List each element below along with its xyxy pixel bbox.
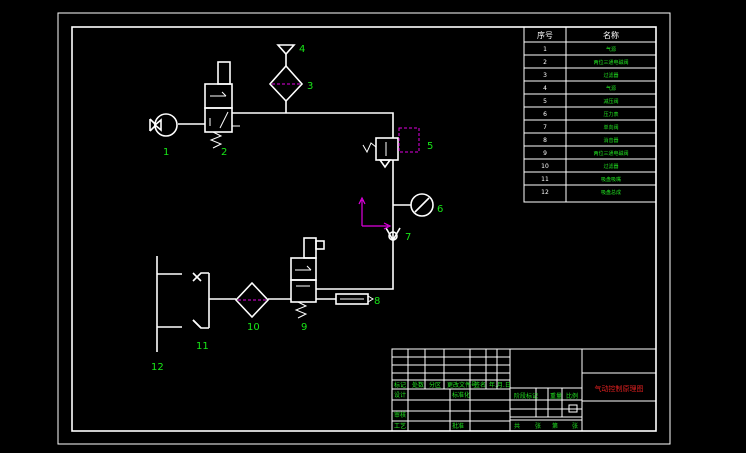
filter-lower xyxy=(234,281,270,319)
parts-row-name: 吸盘总成 xyxy=(601,189,621,196)
parts-row-no: 7 xyxy=(543,124,547,131)
tb-process: 工艺 xyxy=(394,422,406,430)
inner-frame xyxy=(71,26,657,432)
label-10: 10 xyxy=(247,322,260,333)
parts-row-no: 12 xyxy=(541,189,549,196)
parts-row-name: 气源 xyxy=(606,46,616,53)
label-7: 7 xyxy=(405,232,411,243)
coordinate-marker xyxy=(358,196,392,230)
tb-sheets-no: 第 xyxy=(552,422,558,430)
parts-table: 序号 名称 1 气源 2 两位三通电磁阀 3 过滤器 4 气源 5 减压阀 6 压力表 7 单向阀 8 消音器… xyxy=(523,26,657,203)
parts-row-no: 4 xyxy=(543,85,547,92)
parts-row-no: 8 xyxy=(543,137,547,144)
label-2: 2 xyxy=(221,147,227,158)
tb-approve: 批准 xyxy=(452,422,464,430)
tb-zone: 分区 xyxy=(429,381,441,389)
tb-ratio: 比例 xyxy=(566,392,578,400)
parts-row-name: 气源 xyxy=(606,85,616,92)
air-source-compressor xyxy=(149,113,178,137)
label-3: 3 xyxy=(307,81,313,92)
label-9: 9 xyxy=(301,322,307,333)
tb-date: 年.月.日 xyxy=(489,381,511,389)
solenoid-valve-lower xyxy=(290,237,325,319)
tb-standard: 标准化 xyxy=(452,391,470,399)
tb-sign: 签名 xyxy=(474,381,486,389)
parts-row-no: 3 xyxy=(543,72,547,79)
tb-mark: 标记 xyxy=(394,381,406,389)
outer-frame xyxy=(57,12,671,445)
filter-upper xyxy=(268,64,304,103)
label-8: 8 xyxy=(374,296,380,307)
parts-row-name: 两位三通电磁阀 xyxy=(593,59,628,66)
tb-sheets-unit-2: 张 xyxy=(572,422,578,430)
parts-row-name: 单向阀 xyxy=(603,124,618,131)
parts-table-header-no: 序号 xyxy=(537,30,553,40)
parts-row-name: 两位三通电磁阀 xyxy=(593,150,628,157)
label-1: 1 xyxy=(163,147,169,158)
suction-cup-assembly xyxy=(156,256,236,352)
tb-sheets-unit-1: 张 xyxy=(535,422,541,430)
parts-row-name: 减压阀 xyxy=(603,98,618,105)
parts-row-name: 过滤器 xyxy=(603,163,618,170)
parts-row-no: 11 xyxy=(541,176,549,183)
upper-air-line xyxy=(178,101,411,290)
parts-row-name: 消音器 xyxy=(603,137,618,144)
check-valve xyxy=(385,227,401,242)
tb-design: 设计 xyxy=(394,391,406,399)
tb-change-doc: 更改文件号 xyxy=(447,381,477,389)
silencer xyxy=(316,293,374,305)
label-4: 4 xyxy=(299,44,305,55)
parts-row-name: 压力表 xyxy=(603,111,618,118)
parts-table-header-name: 名称 xyxy=(603,30,619,40)
label-11: 11 xyxy=(196,341,209,352)
parts-row-name: 吸盘吸嘴 xyxy=(601,176,621,183)
tb-weight: 重量 xyxy=(550,392,562,400)
parts-row-no: 2 xyxy=(543,59,547,66)
label-5: 5 xyxy=(427,141,433,152)
parts-row-no: 5 xyxy=(543,98,547,105)
tb-sheets-total: 共 xyxy=(514,422,520,430)
tb-review: 审核 xyxy=(394,411,406,419)
component-labels: 1 2 3 4 5 6 7 8 9 10 11 12 xyxy=(151,44,443,373)
parts-row-no: 10 xyxy=(541,163,549,170)
tb-stage-mark: 阶段标记 xyxy=(514,392,538,400)
parts-row-name: 过滤器 xyxy=(603,72,618,79)
tb-count: 处数 xyxy=(412,381,424,389)
label-12: 12 xyxy=(151,362,164,373)
pressure-gauge xyxy=(410,193,434,217)
air-source-upper xyxy=(276,44,296,66)
pressure-reducing-valve xyxy=(362,127,420,169)
solenoid-valve-upper xyxy=(204,61,240,149)
title-block: 气动控制原理图 标记 处数 分区 更改文件号 签名 年.月.日 设计 标准化 阶… xyxy=(391,348,657,432)
label-6: 6 xyxy=(437,204,443,215)
drawing-title: 气动控制原理图 xyxy=(595,384,644,393)
parts-row-no: 1 xyxy=(543,46,547,53)
parts-row-no: 9 xyxy=(543,150,547,157)
parts-row-no: 6 xyxy=(543,111,547,118)
